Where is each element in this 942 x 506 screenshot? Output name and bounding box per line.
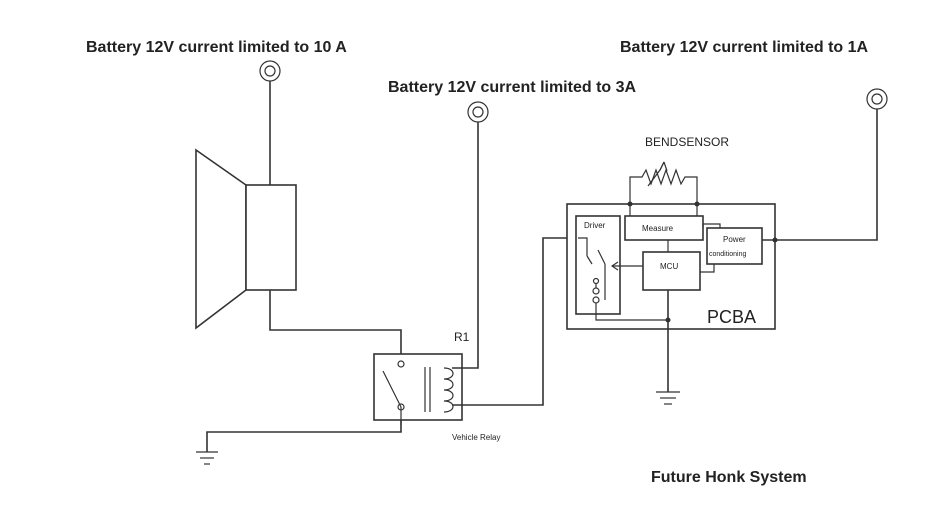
mcu-label: MCU bbox=[660, 262, 678, 271]
vehicle-relay-label: Vehicle Relay bbox=[452, 433, 500, 442]
bend-sensor-resistor-icon bbox=[629, 161, 698, 204]
driver-label: Driver bbox=[584, 221, 606, 230]
pcba-label: PCBA bbox=[707, 307, 756, 327]
pcba-ground-icon bbox=[656, 391, 680, 405]
relay-ref-label: R1 bbox=[454, 330, 470, 344]
battery-10a-label: Battery 12V current limited to 10 A bbox=[86, 39, 347, 56]
power-conditioning-label-line2: conditioning bbox=[709, 251, 746, 258]
measure-label: Measure bbox=[642, 224, 674, 233]
driver-switch-icon bbox=[578, 237, 668, 321]
battery-3a-terminal-icon bbox=[467, 101, 489, 123]
horn-speaker-icon bbox=[195, 148, 297, 330]
relay-ground-icon bbox=[196, 451, 218, 465]
battery-1a-terminal-icon bbox=[866, 88, 888, 110]
bend-sensor-label: BENDSENSOR bbox=[645, 135, 729, 149]
system-title: Future Honk System bbox=[651, 469, 807, 486]
battery-3a-label: Battery 12V current limited to 3A bbox=[388, 79, 637, 96]
mcu-block bbox=[642, 251, 701, 291]
battery-10a-terminal-icon bbox=[259, 60, 281, 82]
power-conditioning-block bbox=[706, 227, 763, 265]
battery-1a-label: Battery 12V current limited to 1A bbox=[620, 39, 869, 56]
vehicle-relay bbox=[373, 353, 463, 425]
power-conditioning-label-line1: Power bbox=[723, 235, 746, 244]
